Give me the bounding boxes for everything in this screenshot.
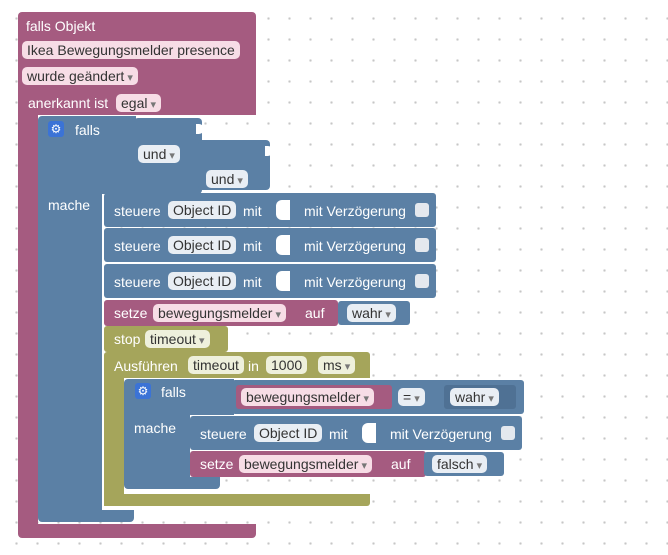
control-prefix: steuere [200,426,247,442]
delay-label: mit Verzögerung [304,274,406,290]
object-name-field[interactable]: Ikea Bewegungsmelder presence [22,41,240,59]
delay-checkbox[interactable] [415,274,429,288]
delay-checkbox[interactable] [501,426,515,440]
trigger-dropdown[interactable]: wurde geändert [22,67,138,85]
object-id-field[interactable]: Object ID [168,236,237,254]
logic-socket-1 [196,124,204,134]
control-prefix: steuere [114,238,161,254]
gear-icon[interactable]: ⚙ [48,121,64,137]
operator-dropdown[interactable]: = [398,388,425,406]
delay-checkbox[interactable] [415,203,429,217]
object-id-field[interactable]: Object ID [254,424,323,442]
value-socket[interactable] [362,423,376,443]
value-socket[interactable] [276,271,290,291]
inner-control-block[interactable] [190,416,522,450]
delay-label: mit Verzögerung [390,426,492,442]
inner-if-label: falls [161,384,186,400]
object-id-field[interactable]: Object ID [168,272,237,290]
logic-and-dropdown-2[interactable]: und [206,170,248,188]
control-with: mit [329,426,348,442]
control-block-2[interactable] [104,228,436,262]
ack-dropdown[interactable]: egal [116,94,162,112]
set-to-label: auf [305,305,325,321]
timeout-name-field[interactable]: timeout [188,356,244,374]
inner-if-bottom [124,477,220,489]
ack-label: anerkannt ist [28,95,109,111]
variable-dropdown[interactable]: bewegungsmelder [153,304,286,322]
do-label: mache [48,197,91,213]
logic-and-dropdown-1[interactable]: und [138,145,180,163]
control-prefix: steuere [114,203,161,219]
value-socket[interactable] [276,235,290,255]
control-with: mit [243,203,262,219]
gear-icon[interactable]: ⚙ [135,383,151,399]
if-block-bottom [38,510,134,522]
logic-socket-2 [265,146,273,156]
inner-if-arm [124,412,190,480]
unit-dropdown[interactable]: ms [318,356,356,374]
event-block-arm [18,112,38,530]
control-block-3[interactable] [104,264,436,298]
compare-var-dropdown[interactable]: bewegungsmelder [241,388,374,406]
if-block-arm [38,190,102,516]
stop-label: stop [114,331,141,347]
execute-label: Ausführen [114,358,178,374]
object-id-field[interactable]: Object ID [168,201,237,219]
stop-timeout-dropdown[interactable]: timeout [145,330,210,348]
compare-bool-dropdown[interactable]: wahr [450,388,499,406]
boolean-dropdown[interactable]: falsch [432,455,488,473]
delay-label: mit Verzögerung [304,238,406,254]
set-label: setze [114,305,148,321]
timeout-block-bottom [104,494,370,506]
event-block-bottom [18,524,256,538]
control-prefix: steuere [114,274,161,290]
in-label: in [248,358,259,374]
delay-value-field[interactable]: 1000 [266,356,308,374]
value-socket[interactable] [276,200,290,220]
boolean-dropdown[interactable]: wahr [347,304,396,322]
delay-checkbox[interactable] [415,238,429,252]
set-to-label: auf [391,456,411,472]
control-with: mit [243,238,262,254]
control-with: mit [243,274,262,290]
if-label: falls [75,122,100,138]
inner-do-label: mache [134,420,177,436]
set-label: setze [200,456,234,472]
timeout-block-arm [104,376,124,506]
delay-label: mit Verzögerung [304,203,406,219]
event-block-title: falls Objekt [26,18,96,34]
variable-dropdown[interactable]: bewegungsmelder [239,455,372,473]
control-block-1[interactable] [104,193,436,227]
